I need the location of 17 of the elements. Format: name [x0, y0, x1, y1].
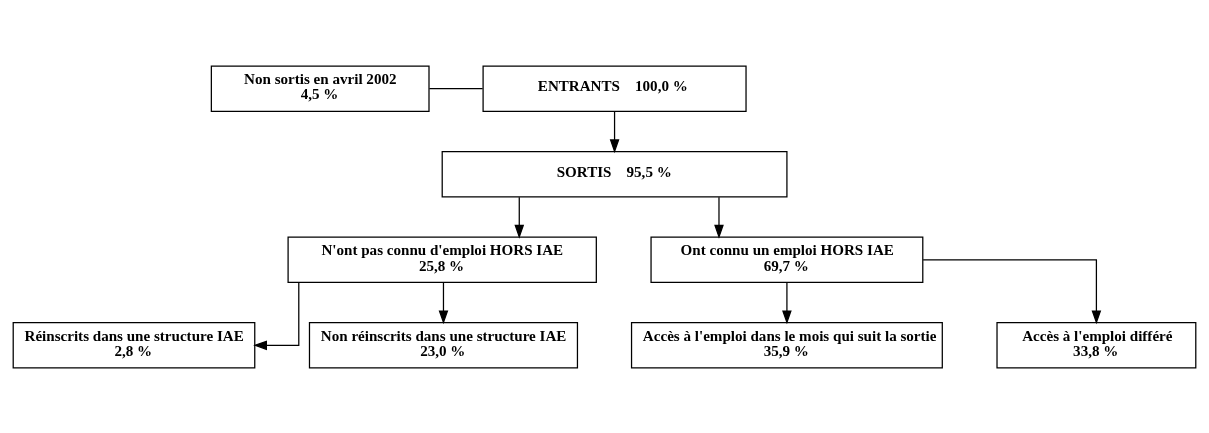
arrow: [714, 196, 724, 239]
node-box: Ont connu un emploi HORS IAE 69,7 %: [650, 236, 924, 283]
node-box: SORTIS 95,5 %: [441, 150, 788, 197]
node-box: Accès à l'emploi différé 33,8 %: [996, 321, 1197, 369]
node-box: Non réinscrits dans une structure IAE 23,0 %: [308, 321, 579, 369]
node-box: Accès à l'emploi dans le mois qui suit la sortie 35,9 %: [630, 321, 943, 369]
arrow: [438, 281, 449, 324]
arrow: [782, 281, 792, 324]
arrow: [609, 110, 620, 153]
node-box: ENTRANTS 100,0 %: [482, 64, 747, 112]
connector: [428, 87, 484, 89]
node-box: N'ont pas connu d'emploi HORS IAE 25,8 %: [287, 236, 597, 283]
node-box: Réinscrits dans une structure IAE 2,8 %: [12, 321, 256, 369]
arrow: [253, 281, 300, 350]
arrow: [922, 258, 1102, 324]
node-box: Non sortis en avril 2002 4,5 %: [210, 64, 430, 112]
arrow: [514, 196, 525, 239]
